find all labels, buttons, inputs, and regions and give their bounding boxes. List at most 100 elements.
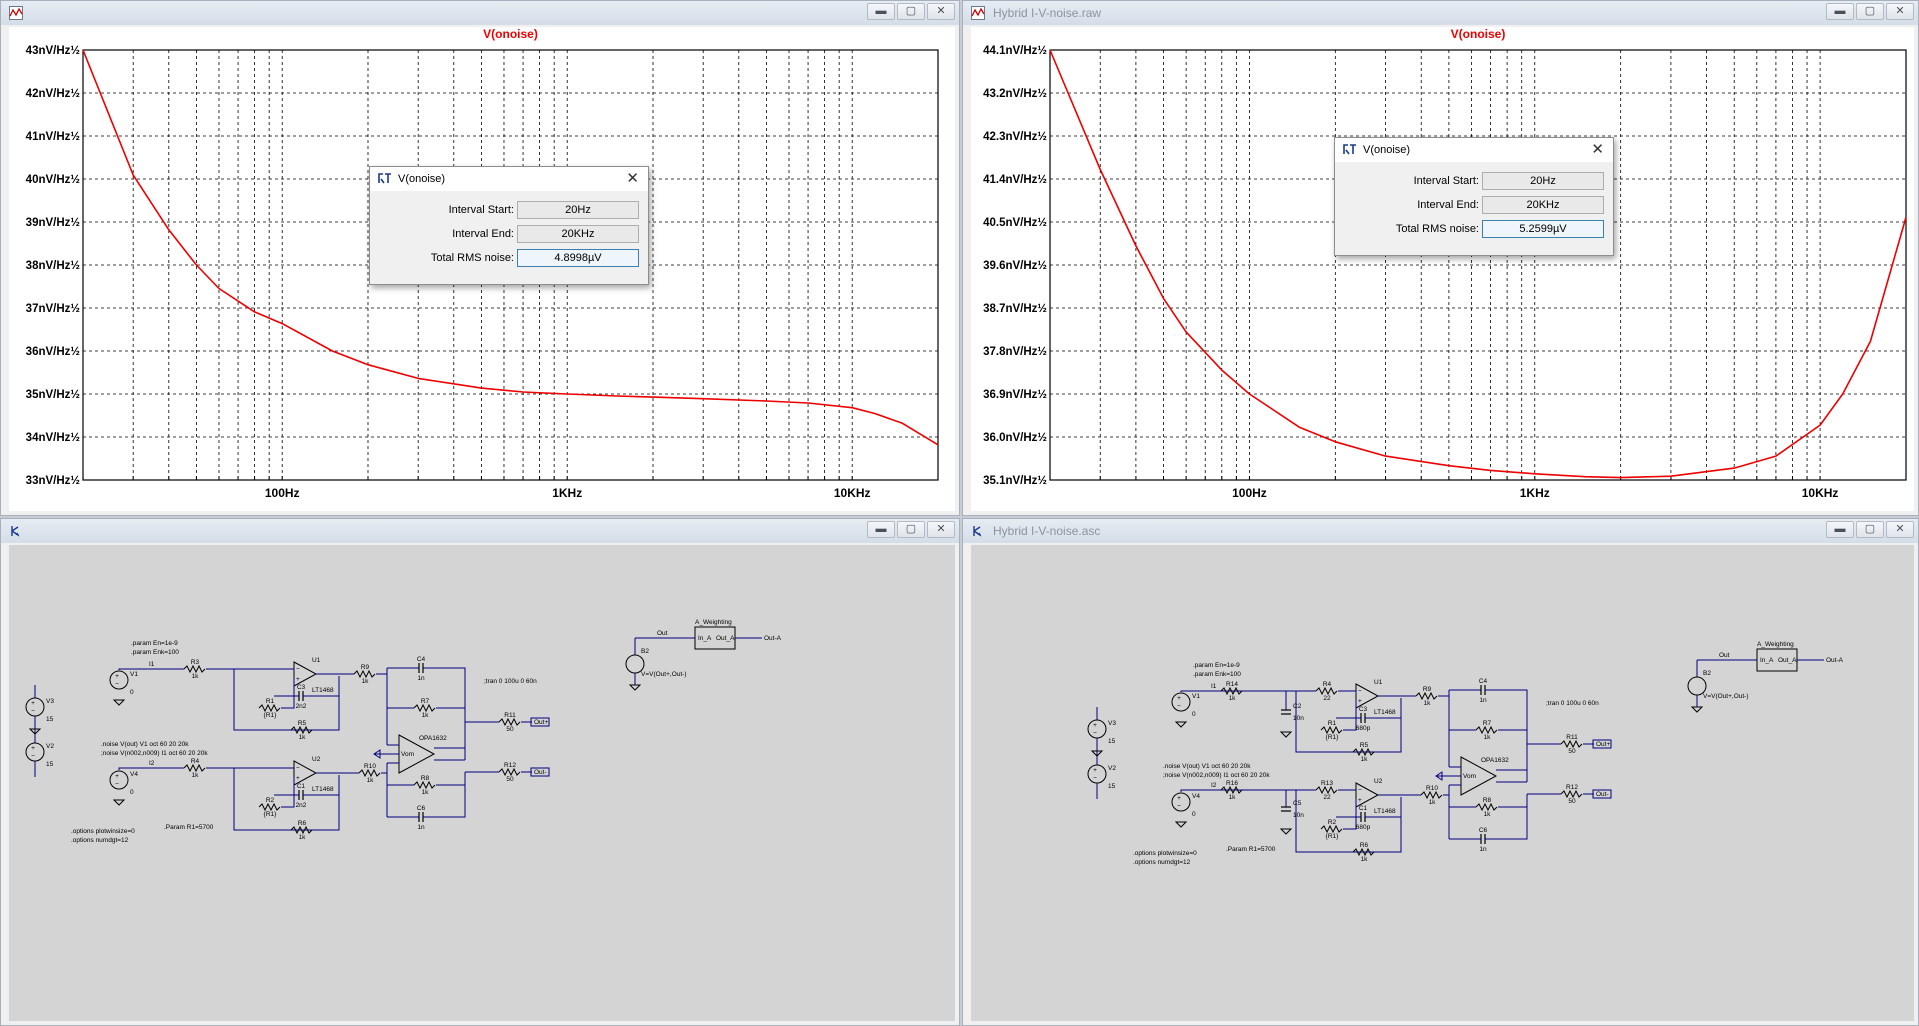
schematic-pane[interactable]: .param En=1e-9.param Enk=100;tran 0 100u… [971, 545, 1914, 1021]
window-titlebar[interactable]: ▬ ▢ ✕ [1, 1, 959, 25]
voltage-source-symbol [1171, 792, 1191, 812]
schematic-label: 1k [362, 678, 370, 685]
schematic-label: + [31, 745, 35, 752]
dialog-titlebar[interactable]: V(onoise) ✕ [1335, 138, 1613, 162]
schematic-label: R4 [1323, 681, 1332, 688]
ground-symbol [1690, 706, 1704, 713]
schematic-label: + [1177, 695, 1181, 702]
schematic-label: A_Weighting [1757, 641, 1794, 648]
schematic-label: R12 [1566, 784, 1578, 791]
schematic-label: Out+ [534, 719, 548, 726]
plot-title: V(onoise) [483, 27, 538, 41]
y-tick-label: 43.2nV/Hz½ [983, 88, 1047, 100]
interval-start-label: Interval Start: [1413, 175, 1479, 187]
close-button[interactable]: ✕ [1886, 3, 1914, 20]
schematic-label: + [1358, 797, 1362, 804]
schematic-label: R9 [1423, 686, 1432, 693]
schematic-label: 1k [192, 673, 200, 680]
schematic-label: {R1} [1326, 734, 1339, 741]
schematic-label: 1k [422, 712, 430, 719]
rms-noise-field[interactable]: 5.2599µV [1482, 220, 1604, 238]
resistor-symbol [1352, 847, 1375, 857]
dialog-titlebar[interactable]: V(onoise) ✕ [370, 167, 648, 191]
schematic-label: .param Enk=100 [131, 649, 179, 656]
y-tick-label: 43nV/Hz½ [26, 45, 81, 57]
minimize-button[interactable]: ▬ [1826, 521, 1854, 538]
ltspice-icon [378, 173, 391, 184]
interval-start-field[interactable]: 20Hz [517, 201, 639, 219]
close-icon[interactable]: ✕ [1591, 141, 1604, 158]
schematic-label: B2 [1703, 670, 1711, 677]
schematic-label: .options numdgt=12 [71, 837, 129, 844]
schematic-label: Vom [1463, 773, 1476, 780]
y-tick-label: 39.6nV/Hz½ [983, 260, 1047, 272]
minimize-button[interactable]: ▬ [867, 3, 895, 20]
schematic-label: 0 [1192, 711, 1196, 718]
window-titlebar[interactable]: Hybrid I-V-noise.asc ▬ ▢ ✕ [963, 519, 1918, 543]
x-tick-label: 10KHz [1802, 486, 1839, 500]
close-button[interactable]: ✕ [927, 521, 955, 538]
schematic-label: 1k [192, 772, 200, 779]
wire [281, 777, 295, 808]
schematic-label: V4 [130, 771, 138, 778]
maximize-button[interactable]: ▢ [897, 3, 925, 20]
schematic-label: 22 [1323, 695, 1331, 702]
maximize-button[interactable]: ▢ [1856, 521, 1884, 538]
y-tick-label: 36.9nV/Hz½ [983, 389, 1047, 401]
window-titlebar[interactable]: ▬ ▢ ✕ [1, 519, 959, 543]
y-tick-label: 35.1nV/Hz½ [983, 475, 1047, 487]
noise-trace [1049, 49, 1907, 479]
schematic-label: Out- [534, 769, 547, 776]
noise-plot-right[interactable]: 44.1nV/Hz½43.2nV/Hz½42.3nV/Hz½41.4nV/Hz½… [971, 27, 1914, 511]
interval-end-field[interactable]: 20KHz [1482, 196, 1604, 214]
schematic-pane[interactable]: .param En=1e-9.param Enk=100;tran 0 100u… [9, 545, 955, 1021]
close-button[interactable]: ✕ [1886, 521, 1914, 538]
schematic-label: .options plotwinsize=0 [71, 828, 135, 835]
minimize-button[interactable]: ▬ [867, 521, 895, 538]
schematic-label: C4 [1479, 678, 1488, 685]
maximize-button[interactable]: ▢ [897, 521, 925, 538]
maximize-button[interactable]: ▢ [1856, 3, 1884, 20]
rms-noise-dialog[interactable]: V(onoise) ✕ Interval Start:20Hz Interval… [369, 166, 649, 285]
schematic-window-left[interactable]: ▬ ▢ ✕ .param En=1e-9.param Enk=100;tran … [0, 518, 960, 1026]
resistor-symbol [258, 802, 281, 812]
schematic-label: I2 [1211, 782, 1217, 789]
schematic-canvas-right[interactable]: .param En=1e-9.param Enk=100;tran 0 100u… [971, 545, 1914, 1021]
close-icon[interactable]: ✕ [626, 170, 639, 187]
resistor-symbol [413, 780, 436, 790]
interval-start-field[interactable]: 20Hz [1482, 172, 1604, 190]
schematic-label: C1 [1359, 805, 1368, 812]
schematic-window-right[interactable]: Hybrid I-V-noise.asc ▬ ▢ ✕ .param En=1e-… [962, 518, 1919, 1026]
resistor-symbol [183, 763, 206, 773]
schematic-label: C3 [297, 684, 306, 691]
rms-noise-field[interactable]: 4.8998µV [517, 249, 639, 267]
x-tick-label: 100Hz [1232, 486, 1267, 500]
minimize-button[interactable]: ▬ [1826, 3, 1854, 20]
schematic-label: R7 [421, 698, 430, 705]
interval-end-field[interactable]: 20KHz [517, 225, 639, 243]
schematic-label: + [115, 673, 119, 680]
voltage-source-symbol [1171, 692, 1191, 712]
schematic-label: ;tran 0 100u 0 60n [484, 678, 537, 685]
y-tick-label: 33nV/Hz½ [26, 475, 81, 487]
schematic-label: .options numdgt=12 [1133, 859, 1191, 866]
net-flag [530, 717, 550, 727]
schematic-label: LT1468 [312, 786, 334, 793]
wire [1343, 700, 1357, 731]
schematic-label: ;noise V(n002,n009) I1 oct 60 20 20k [1163, 772, 1270, 779]
voltage-source-symbol [1087, 719, 1107, 739]
schematic-canvas-left[interactable]: .param En=1e-9.param Enk=100;tran 0 100u… [9, 545, 955, 1021]
rms-noise-label: Total RMS noise: [1395, 223, 1479, 235]
schematic-label: LT1468 [1374, 808, 1396, 815]
schematic-label: .noise V(out) V1 oct 60 20 20k [101, 741, 189, 748]
close-button[interactable]: ✕ [927, 3, 955, 20]
y-tick-label: 38.7nV/Hz½ [983, 303, 1047, 315]
rms-noise-dialog[interactable]: V(onoise) ✕ Interval Start:20Hz Interval… [1334, 137, 1614, 256]
voltage-source-symbol [25, 742, 45, 762]
plot-title: V(onoise) [1451, 27, 1506, 41]
x-tick-label: 1KHz [1520, 486, 1550, 500]
window-titlebar[interactable]: Hybrid I-V-noise.raw ▬ ▢ ✕ [963, 1, 1918, 25]
